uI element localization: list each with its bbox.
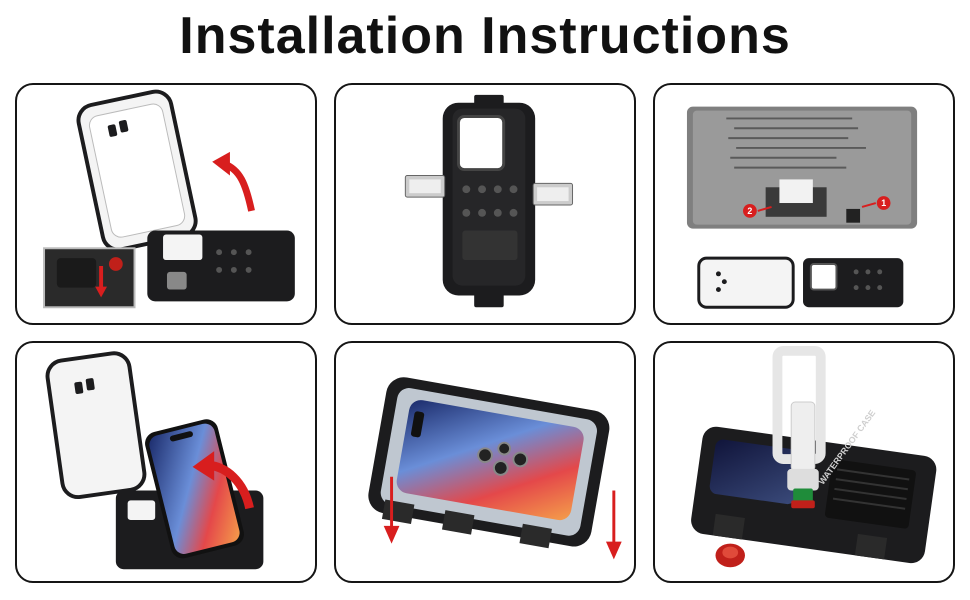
step-1-panel [15,83,317,325]
page-title: Installation Instructions [179,7,791,65]
step-3-panel: 2 1 [653,83,955,325]
insert-phone-icon [45,351,264,570]
step-6-panel: WATERPROOF CASE [653,341,955,583]
step-5-panel [334,341,636,583]
close-case-icon [368,377,622,560]
marker-1-label: 1 [881,198,886,208]
case-model-label-icon: 2 1 [686,106,918,309]
marker-2-icon [743,204,757,218]
marker-1-icon [876,196,891,210]
step-2-panel [334,83,636,325]
leak-test-tool-icon: WATERPROOF CASE [691,345,937,568]
case-back-view-icon [404,94,574,308]
marker-2-label: 2 [747,206,752,216]
step-4-panel [15,341,317,583]
case-open-lid-icon [43,89,295,309]
